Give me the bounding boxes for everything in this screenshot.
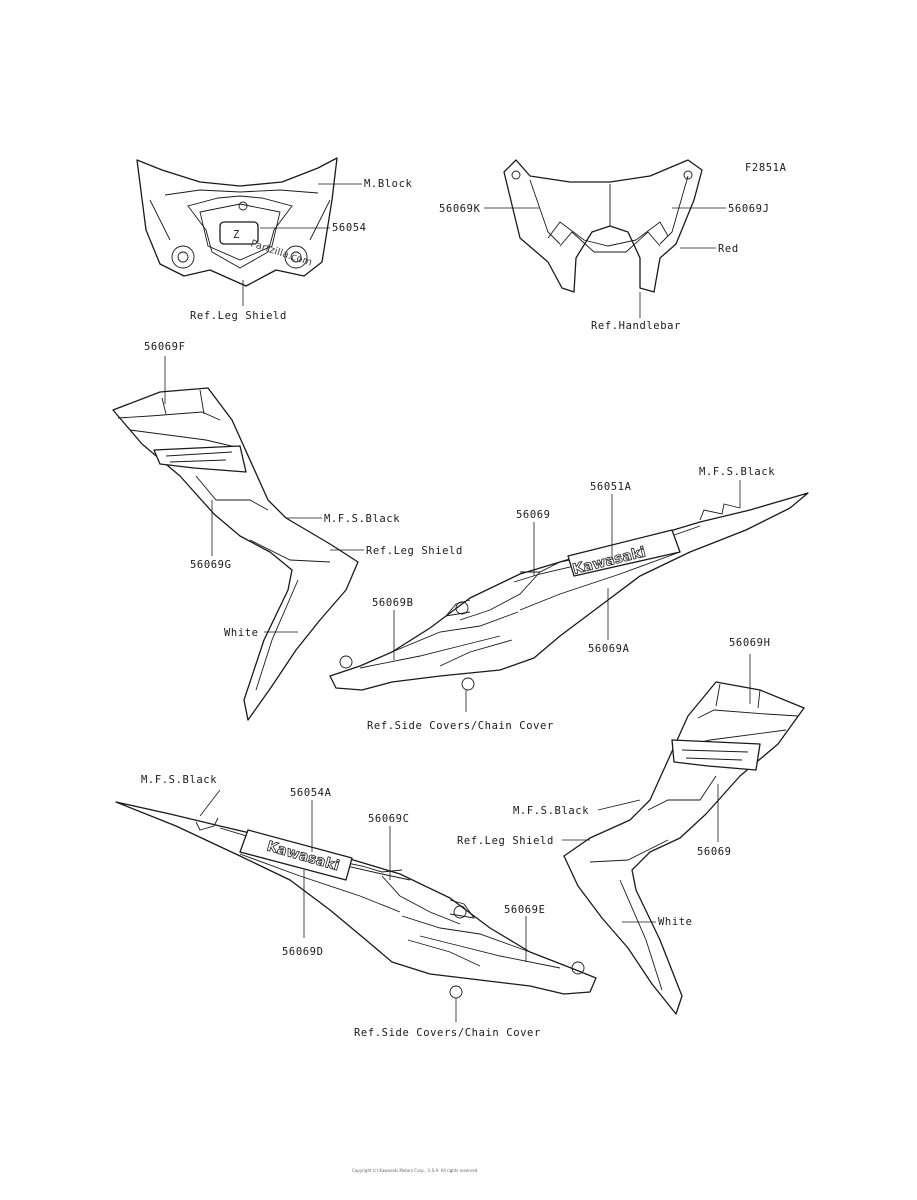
left-shroud-logo-plate [153, 445, 247, 473]
right-shroud-assembly [563, 681, 805, 1015]
label-56069e: 56069E [504, 904, 546, 916]
label-56069-right: 56069 [697, 846, 732, 858]
label-ref-side-covers-mid: Ref.Side Covers/Chain Cover [367, 720, 554, 732]
label-mfs-black-left: M.F.S.Black [324, 513, 400, 525]
label-56069d: 56069D [282, 946, 324, 958]
label-56069k: 56069K [439, 203, 481, 215]
label-56069f: 56069F [144, 341, 186, 353]
left-shroud-assembly [112, 387, 359, 721]
label-white-right: White [658, 916, 693, 928]
label-56051a: 56051A [590, 481, 632, 493]
label-56069h: 56069H [729, 637, 771, 649]
right-side-cover-assembly: Kawasaki [329, 492, 809, 691]
label-mfs-black-right-cowl: M.F.S.Black [513, 805, 589, 817]
emblem-text: Z [233, 229, 240, 241]
label-white-left: White [224, 627, 259, 639]
front-cowl-emblem-assembly: Z Partzilla.com [136, 157, 338, 287]
label-56069g: 56069G [190, 559, 232, 571]
label-mfs-black-right-top: M.F.S.Black [699, 466, 775, 478]
figure-code: F2851A [745, 162, 787, 174]
left-side-cover-assembly: Kawasaki [115, 801, 597, 999]
emblem-badge [219, 221, 259, 245]
footer-copyright: Copyright (c) Kawasaki Motors Corp., U.S… [352, 1168, 479, 1173]
meter-cover-assembly [503, 159, 703, 293]
label-56054: 56054 [332, 222, 367, 234]
label-ref-leg-shield-right: Ref.Leg Shield [457, 835, 554, 847]
label-red: Red [718, 243, 739, 255]
label-ref-side-covers-bottom: Ref.Side Covers/Chain Cover [354, 1027, 541, 1039]
label-mfs-black-bottom: M.F.S.Black [141, 774, 217, 786]
label-56069j: 56069J [728, 203, 770, 215]
label-56054a: 56054A [290, 787, 332, 799]
label-ref-leg-shield-left: Ref.Leg Shield [366, 545, 463, 557]
label-m-block-top: M.Block [364, 178, 413, 190]
label-ref-handlebar: Ref.Handlebar [591, 320, 681, 332]
label-ref-leg-shield-top: Ref.Leg Shield [190, 310, 287, 322]
label-56069a: 56069A [588, 643, 630, 655]
left-side-cover-brand-decal [239, 829, 353, 881]
label-56069b: 56069B [372, 597, 414, 609]
label-56069c: 56069C [368, 813, 410, 825]
right-shroud-logo-plate [671, 739, 761, 771]
label-56069-mid: 56069 [516, 509, 551, 521]
